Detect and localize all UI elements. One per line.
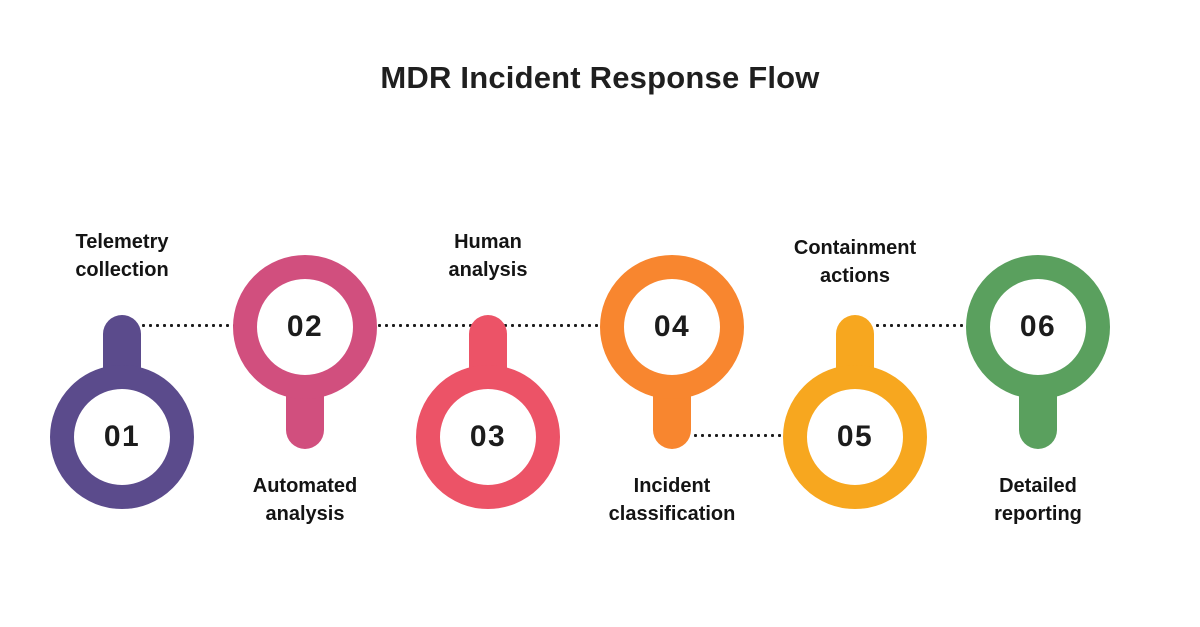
connector-04-05 xyxy=(692,433,784,438)
step-05-label: Containment actions xyxy=(745,234,965,290)
step-01-label-line1: Telemetry xyxy=(75,231,169,253)
step-02-label-line1: Automated xyxy=(252,475,358,497)
pin-ring: 04 xyxy=(600,255,744,399)
pin-ring: 03 xyxy=(416,365,560,509)
pin-ring: 06 xyxy=(966,255,1110,399)
step-02-label-line2: analysis xyxy=(265,503,345,525)
pin-ring: 02 xyxy=(233,255,377,399)
step-06-label-line2: reporting xyxy=(994,503,1082,525)
pin-ring: 01 xyxy=(50,365,194,509)
pin-ring: 05 xyxy=(783,365,927,509)
step-03-number: 03 xyxy=(469,420,507,453)
step-04-number: 04 xyxy=(653,310,691,343)
step-01-number: 01 xyxy=(103,420,141,453)
step-02-number: 02 xyxy=(286,310,324,343)
step-05-label-line1: Containment xyxy=(793,237,917,259)
connector-05-06 xyxy=(874,323,966,328)
page-title: MDR Incident Response Flow xyxy=(380,60,820,95)
step-04-label: Incident classification xyxy=(562,472,782,528)
step-05-label-line2: actions xyxy=(819,265,891,287)
step-04-label-line2: classification xyxy=(608,503,736,525)
step-04-label-line1: Incident xyxy=(633,475,711,497)
step-03-label-line1: Human xyxy=(454,231,522,253)
step-01-label: Telemetry collection xyxy=(12,228,232,284)
connector-01-02 xyxy=(140,323,236,328)
step-03-label: Human analysis xyxy=(378,228,598,284)
step-02-label: Automated analysis xyxy=(195,472,415,528)
step-06-number: 06 xyxy=(1019,310,1057,343)
step-06-label: Detailed reporting xyxy=(928,472,1148,528)
step-01-label-line2: collection xyxy=(75,259,169,281)
step-03-label-line2: analysis xyxy=(448,259,528,281)
step-06-label-line1: Detailed xyxy=(999,475,1077,497)
step-05-number: 05 xyxy=(836,420,874,453)
